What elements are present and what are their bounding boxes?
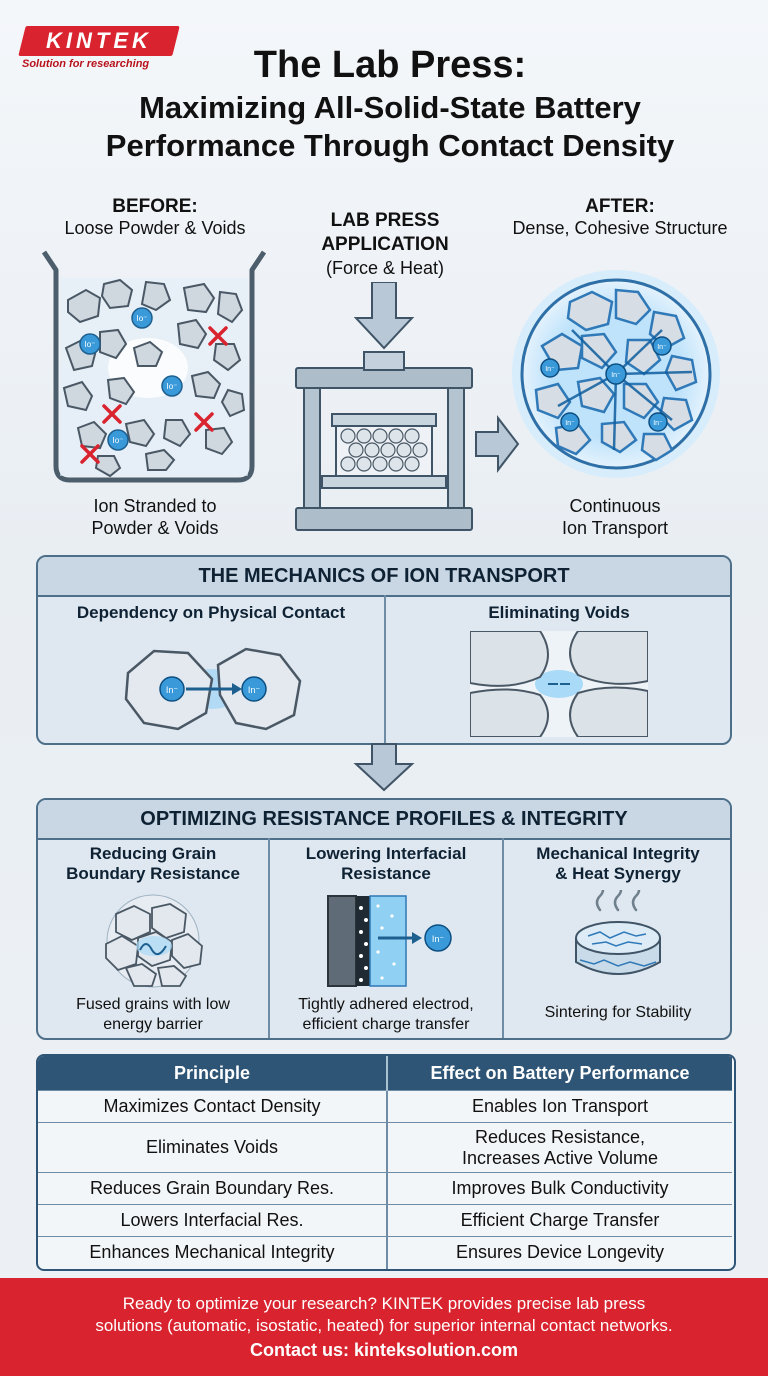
principle-cell: Maximizes Contact Density (38, 1090, 388, 1123)
after-caption-line2: Ion Transport (561, 518, 669, 538)
before-caption-line2: Powder & Voids (91, 518, 219, 538)
principle-cell: Lowers Interfacial Res. (38, 1204, 388, 1237)
press-subheading: (Force & Heat) (325, 258, 445, 278)
fused-grains-illustration (105, 894, 203, 988)
mechanics-panel: THE MECHANICS OF ION TRANSPORT Dependenc… (36, 555, 732, 745)
electrode-interface-illustration: In⁻ (327, 895, 452, 987)
after-subheading: Dense, Cohesive Structure (512, 218, 728, 238)
principle-cell: Eliminates Voids (38, 1122, 388, 1173)
column-header-principle: Principle (38, 1056, 388, 1091)
down-arrow-icon (353, 743, 415, 792)
effect-cell: Ensures Device Longevity (387, 1236, 732, 1269)
column-header-effect: Effect on Battery Performance (387, 1056, 732, 1091)
mechanical-title-line2: & Heat Synergy (555, 864, 681, 883)
after-heading: AFTER: (585, 196, 655, 217)
logo-wordmark: KINTEK (46, 28, 152, 53)
loose-powder-beaker-illustration: Io⁻ Io⁻ Io⁻ Io⁻ (41, 250, 267, 483)
grain-boundary-caption-line1: Fused grains with low (76, 996, 230, 1013)
svg-text:Io⁻: Io⁻ (113, 436, 124, 445)
table-header-row: Principle Effect on Battery Performance (38, 1056, 732, 1091)
mechanics-divider (384, 595, 386, 743)
grain-boundary-caption-line2: energy barrier (103, 1016, 203, 1033)
svg-text:Io⁻: Io⁻ (85, 340, 96, 349)
svg-text:In⁻: In⁻ (565, 420, 575, 427)
mechanical-title-line1: Mechanical Integrity (536, 844, 700, 863)
mechanical-caption: Sintering for Stability (544, 1004, 692, 1021)
contact-link[interactable]: Contact us: kinteksolution.com (249, 1340, 519, 1360)
footer-text-line2: solutions (automatic, isostatic, heated)… (95, 1316, 673, 1335)
optimizing-divider-1 (268, 838, 270, 1038)
table-row: Enhances Mechanical Integrity Ensures De… (38, 1236, 732, 1269)
logo-tagline: Solution for researching (22, 58, 150, 70)
interfacial-title-line1: Lowering Interfacial (305, 844, 467, 863)
mechanics-title: THE MECHANICS OF ION TRANSPORT (38, 557, 730, 597)
footer-text-line1: Ready to optimize your research? KINTEK … (122, 1294, 646, 1313)
void-elimination-title: Eliminating Voids (488, 603, 630, 622)
footer-banner (0, 1278, 768, 1376)
dense-structure-illustration: In⁻ In⁻ In⁻ In⁻ In⁻ (512, 270, 720, 478)
svg-text:In⁻: In⁻ (653, 420, 663, 427)
effect-line-2: Increases Active Volume (461, 1147, 659, 1168)
svg-text:In⁻: In⁻ (545, 366, 555, 373)
table-row: Eliminates Voids Reduces Resistance,Incr… (38, 1122, 732, 1173)
table-row: Lowers Interfacial Res. Efficient Charge… (38, 1204, 732, 1237)
contact-dependency-title: Dependency on Physical Contact (76, 603, 346, 622)
after-caption-line1: Continuous (569, 496, 661, 516)
sintered-pellet-illustration (575, 890, 661, 975)
effect-cell: Improves Bulk Conductivity (387, 1172, 732, 1205)
effect-line-1: Reduces Resistance, (474, 1126, 646, 1147)
table-row: Reduces Grain Boundary Res. Improves Bul… (38, 1172, 732, 1205)
before-caption-line1: Ion Stranded to (93, 496, 217, 516)
lab-press-illustration (295, 282, 520, 531)
press-heading-1: LAB PRESS (330, 210, 440, 231)
table-row: Maximizes Contact Density Enables Ion Tr… (38, 1090, 732, 1123)
interfacial-caption-line1: Tightly adhered electrod, (298, 996, 474, 1013)
svg-text:In⁻: In⁻ (657, 344, 667, 351)
effect-cell: Enables Ion Transport (387, 1090, 732, 1123)
page-subtitle-line1: Maximizing All-Solid-State Battery (139, 90, 641, 125)
page-title: The Lab Press: (253, 44, 527, 86)
interfacial-caption-line2: efficient charge transfer (302, 1016, 470, 1033)
optimizing-panel: OPTIMIZING RESISTANCE PROFILES & INTEGRI… (36, 798, 732, 1040)
summary-table: Principle Effect on Battery Performance … (38, 1056, 732, 1269)
contact-transport-illustration: In⁻ In⁻ (124, 647, 302, 731)
before-heading: BEFORE: (112, 196, 198, 217)
optimizing-title: OPTIMIZING RESISTANCE PROFILES & INTEGRI… (38, 800, 730, 840)
effect-cell: Reduces Resistance,Increases Active Volu… (387, 1122, 732, 1173)
svg-text:Io⁻: Io⁻ (137, 314, 148, 323)
svg-text:In⁻: In⁻ (432, 934, 445, 944)
grain-boundary-title-line2: Boundary Resistance (66, 864, 240, 883)
principle-cell: Reduces Grain Boundary Res. (38, 1172, 388, 1205)
effect-cell: Efficient Charge Transfer (387, 1204, 732, 1237)
svg-text:In⁻: In⁻ (166, 685, 179, 695)
summary-table-frame: Principle Effect on Battery Performance … (36, 1054, 736, 1271)
principle-cell: Enhances Mechanical Integrity (38, 1236, 388, 1269)
interfacial-title-line2: Resistance (341, 864, 431, 883)
optimizing-divider-2 (502, 838, 504, 1038)
page-subtitle-line2: Performance Through Contact Density (105, 128, 675, 163)
svg-text:In⁻: In⁻ (611, 372, 621, 379)
svg-text:Io⁻: Io⁻ (167, 382, 178, 391)
grain-boundary-title-line1: Reducing Grain (89, 844, 217, 863)
void-elimination-illustration (470, 631, 648, 737)
before-subheading: Loose Powder & Voids (64, 218, 246, 238)
press-heading-2: APPLICATION (321, 234, 449, 255)
svg-text:In⁻: In⁻ (248, 685, 261, 695)
